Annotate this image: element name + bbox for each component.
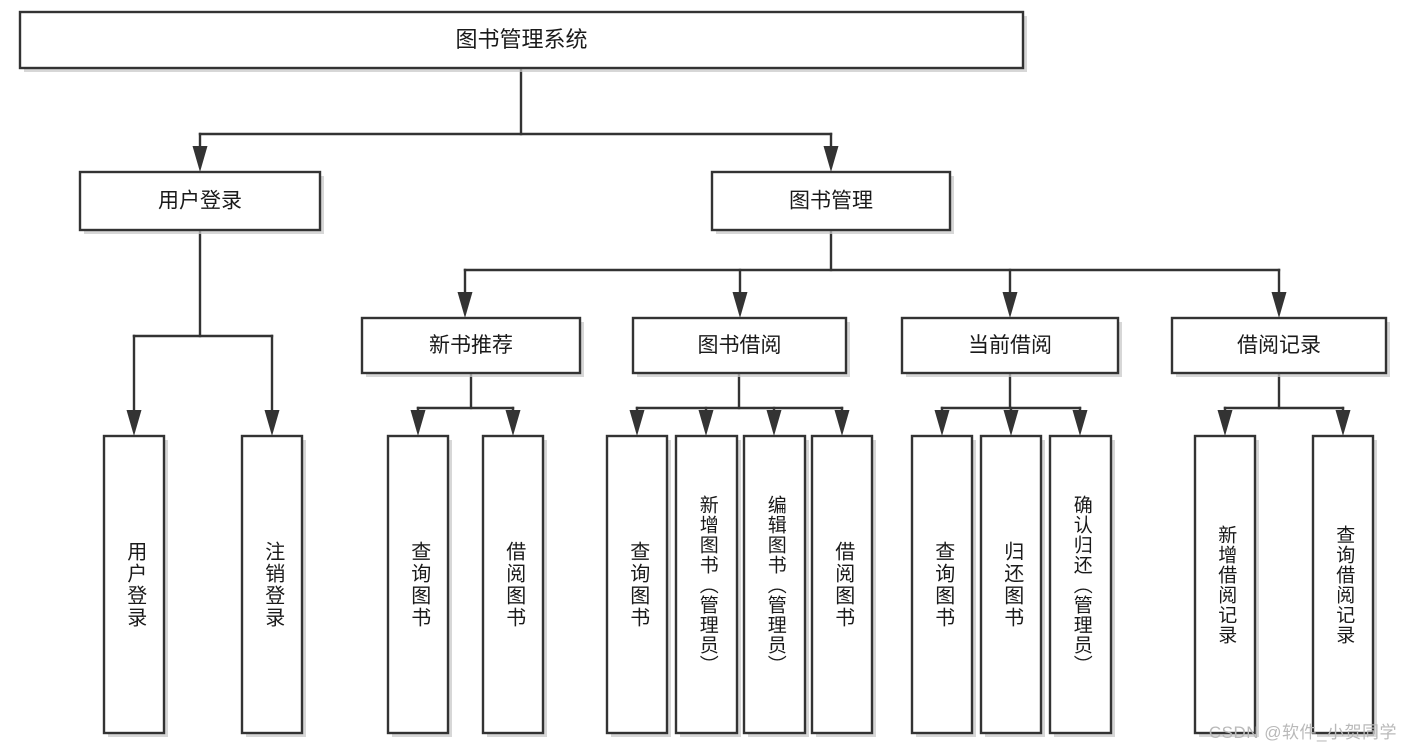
arrow-head-icon xyxy=(823,146,839,172)
node-box-leaf-query-book-borrow[interactable] xyxy=(605,434,669,735)
connector-group xyxy=(126,228,280,436)
arrow-head-icon xyxy=(732,292,748,318)
node-box-leaf-return-book[interactable] xyxy=(979,434,1043,735)
node-label-book-management: 图书管理 xyxy=(789,190,873,213)
node-label-current-borrow: 当前借阅 xyxy=(968,334,1052,357)
connector-group xyxy=(1217,371,1351,436)
arrow-head-icon xyxy=(834,410,850,436)
connectors-layer xyxy=(126,66,1351,436)
node-box-leaf-logout[interactable] xyxy=(240,434,304,735)
connector-group xyxy=(457,228,1287,318)
node-box-leaf-add-borrow-record[interactable] xyxy=(1193,434,1257,735)
arrow-head-icon xyxy=(1002,292,1018,318)
arrow-head-icon xyxy=(1335,410,1351,436)
arrow-head-icon xyxy=(629,410,645,436)
arrow-head-icon xyxy=(126,410,142,436)
node-box-leaf-borrow-book-recommend[interactable] xyxy=(481,434,545,735)
node-box-leaf-confirm-return-admin[interactable] xyxy=(1048,434,1113,735)
arrow-head-icon xyxy=(264,410,280,436)
node-label-book-borrow: 图书借阅 xyxy=(698,334,782,357)
node-box-leaf-edit-book-admin[interactable] xyxy=(742,434,807,735)
node-label-user-login: 用户登录 xyxy=(158,190,242,213)
node-boxes-layer xyxy=(18,10,1390,737)
node-box-book-borrow[interactable] xyxy=(631,316,848,375)
arrow-head-icon xyxy=(1072,410,1088,436)
node-label-root: 图书管理系统 xyxy=(455,27,587,52)
arrow-head-icon xyxy=(192,146,208,172)
node-box-root[interactable] xyxy=(18,10,1025,70)
arrow-head-icon xyxy=(410,410,426,436)
node-box-book-management[interactable] xyxy=(710,170,952,232)
connector-group xyxy=(934,371,1088,436)
arrow-head-icon xyxy=(934,410,950,436)
node-box-user-login[interactable] xyxy=(78,170,322,232)
connector-group xyxy=(410,371,521,436)
arrow-head-icon xyxy=(766,410,782,436)
node-box-borrow-record[interactable] xyxy=(1170,316,1388,375)
arrow-head-icon xyxy=(457,292,473,318)
arrow-head-icon xyxy=(698,410,714,436)
node-box-leaf-query-book-recommend[interactable] xyxy=(386,434,450,735)
node-box-leaf-borrow-book[interactable] xyxy=(810,434,874,735)
node-box-leaf-query-book-current[interactable] xyxy=(910,434,974,735)
arrow-head-icon xyxy=(505,410,521,436)
connector-group xyxy=(192,66,839,172)
node-box-leaf-user-login[interactable] xyxy=(102,434,166,735)
node-box-current-borrow[interactable] xyxy=(900,316,1120,375)
arrow-head-icon xyxy=(1003,410,1019,436)
arrow-head-icon xyxy=(1217,410,1233,436)
node-box-leaf-query-borrow-record[interactable] xyxy=(1311,434,1375,735)
node-label-borrow-record: 借阅记录 xyxy=(1237,334,1321,357)
node-label-new-book-recommend: 新书推荐 xyxy=(429,334,513,357)
node-box-leaf-add-book-admin[interactable] xyxy=(674,434,739,735)
watermark-text: CSDN @软件_小贺同学 xyxy=(1208,723,1397,742)
connector-group xyxy=(629,371,850,436)
arrow-head-icon xyxy=(1271,292,1287,318)
node-box-new-book-recommend[interactable] xyxy=(360,316,582,375)
